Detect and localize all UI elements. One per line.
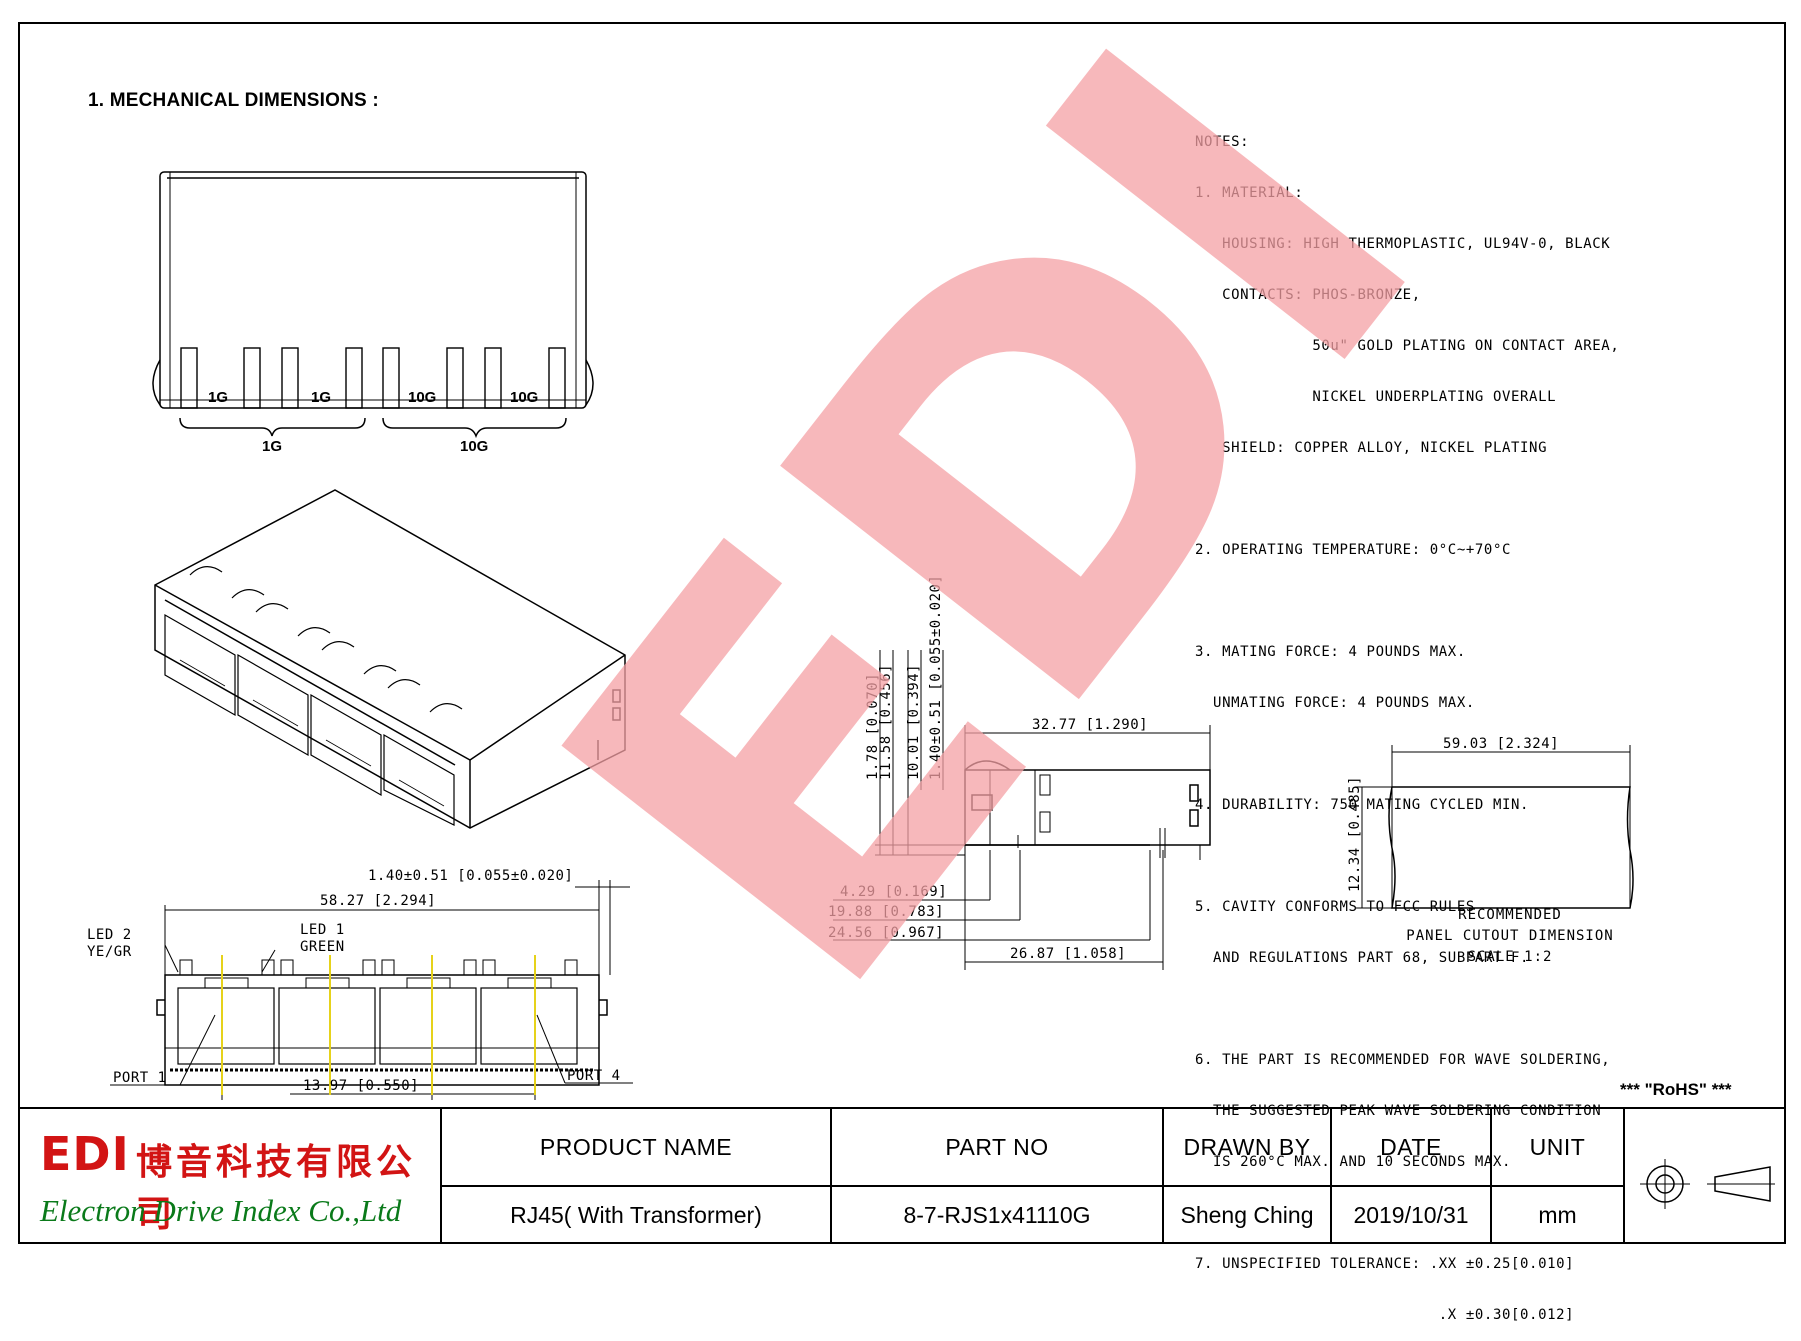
product-name-value: RJ45( With Transformer) <box>440 1187 830 1244</box>
top-group-label: 1G <box>262 438 282 455</box>
watermark: EDI <box>450 0 1531 1092</box>
top-group-label: 10G <box>460 438 488 455</box>
notes-line: SHIELD: COPPER ALLOY, NICKEL PLATING <box>1195 440 1548 456</box>
notes-line: NOTES: <box>1195 134 1250 150</box>
top-port-label: 1G <box>208 389 228 406</box>
dim-vertical: 11.58 [0.456] <box>878 664 894 780</box>
technical-drawing: 1G 1G 10G 10G 1G 10G 1.40±0.51 [0.055±0.… <box>87 0 1634 1100</box>
notes-line: 50u" GOLD PLATING ON CONTACT AREA, <box>1195 338 1620 354</box>
front-view <box>110 880 633 1100</box>
dim-pitch: 13.97 [0.550] <box>303 1078 419 1094</box>
dim-width: 58.27 [2.294] <box>320 893 436 909</box>
port4-label: PORT 4 <box>567 1068 621 1084</box>
rohs-mark: *** "RoHS" *** <box>1620 1080 1732 1099</box>
notes-line: 6. THE PART IS RECOMMENDED FOR WAVE SOLD… <box>1195 1052 1611 1068</box>
projection-symbol-cell <box>1623 1109 1784 1244</box>
led1-label: LED 1 <box>300 922 345 938</box>
notes-line: UNMATING FORCE: 4 POUNDS MAX. <box>1195 695 1475 711</box>
unit-value: mm <box>1490 1187 1623 1244</box>
drawn-by-header: DRAWN BY <box>1162 1109 1330 1187</box>
notes-line: 2. OPERATING TEMPERATURE: 0°C~+70°C <box>1195 542 1512 558</box>
dim-h2: 19.88 [0.783] <box>828 904 944 920</box>
cutout-caption: RECOMMENDED PANEL CUTOUT DIMENSION SCALE… <box>1380 905 1640 968</box>
company-name-en: Electron Drive Index Co.,Ltd <box>40 1193 402 1228</box>
date-header: DATE <box>1330 1109 1490 1187</box>
section-title: 1. MECHANICAL DIMENSIONS : <box>88 90 379 111</box>
port1-label: PORT 1 <box>113 1070 167 1086</box>
notes-line: 4. DURABILITY: 750 MATING CYCLED MIN. <box>1195 797 1530 813</box>
title-block: EDI 博音科技有限公司 Electron Drive Index Co.,Lt… <box>18 1107 1786 1244</box>
dim-top: 32.77 [1.290] <box>1032 717 1148 733</box>
led1-color: GREEN <box>300 939 345 955</box>
cutout-caption-line: RECOMMENDED <box>1458 907 1562 923</box>
notes-line: 1. MATERIAL: <box>1195 185 1304 201</box>
notes-line: 3. MATING FORCE: 4 POUNDS MAX. <box>1195 644 1466 660</box>
cutout-width: 59.03 [2.324] <box>1443 736 1559 752</box>
dim-vertical: 1.78 [0.070] <box>865 673 881 780</box>
dim-offset: 1.40±0.51 [0.055±0.020] <box>368 868 573 884</box>
panel-cutout <box>1355 745 1634 909</box>
isometric-view <box>154 489 626 829</box>
notes-line: HOUSING: HIGH THERMOPLASTIC, UL94V-0, BL… <box>1195 236 1611 252</box>
side-view <box>833 650 1211 970</box>
product-name-header: PRODUCT NAME <box>440 1109 830 1187</box>
third-angle-projection-icon <box>1640 1159 1775 1209</box>
notes-line: NICKEL UNDERPLATING OVERALL <box>1195 389 1557 405</box>
dim-h1: 4.29 [0.169] <box>840 884 947 900</box>
unit-header: UNIT <box>1490 1109 1623 1187</box>
top-port-label: 1G <box>311 389 331 406</box>
part-no-header: PART NO <box>830 1109 1162 1187</box>
top-view <box>152 171 594 439</box>
notes-line: 5. CAVITY CONFORMS TO FCC RULES <box>1195 899 1475 915</box>
company-logo: EDI <box>40 1127 130 1181</box>
dim-vertical: 1.40±0.51 [0.055±0.020] <box>928 575 944 780</box>
company-name-cn: 博音科技有限公司 <box>136 1142 417 1235</box>
date-value: 2019/10/31 <box>1330 1187 1490 1244</box>
cutout-caption-line: PANEL CUTOUT DIMENSION <box>1406 928 1614 944</box>
part-no-value: 8-7-RJS1x41110G <box>830 1187 1162 1244</box>
cutout-caption-line: SCALE 1:2 <box>1467 949 1553 965</box>
notes-line: IS 260°C MAX. AND 10 SECONDS MAX. <box>1195 1154 1512 1170</box>
drawn-by-value: Sheng Ching <box>1162 1187 1330 1244</box>
top-port-label: 10G <box>408 389 436 406</box>
dim-h4: 26.87 [1.058] <box>1010 946 1126 962</box>
led2-color: YE/GR <box>87 944 132 960</box>
notes-line: .X ±0.30[0.012] <box>1195 1307 1575 1323</box>
notes-line: AND REGULATIONS PART 68, SUBPART F. <box>1195 950 1530 966</box>
notes-line: CONTACTS: PHOS-BRONZE, <box>1195 287 1421 303</box>
dim-h3: 24.56 [0.967] <box>828 925 944 941</box>
led2-label: LED 2 <box>87 927 132 943</box>
company-brand: EDI 博音科技有限公司 Electron Drive Index Co.,Lt… <box>18 1109 440 1244</box>
led-marker-lines <box>221 955 536 1095</box>
drawing-sheet-border <box>18 22 1786 1244</box>
top-port-label: 10G <box>510 389 538 406</box>
dim-vertical: 10.01 [0.394] <box>906 664 922 780</box>
cutout-height: 12.34 [0.485] <box>1347 776 1363 892</box>
